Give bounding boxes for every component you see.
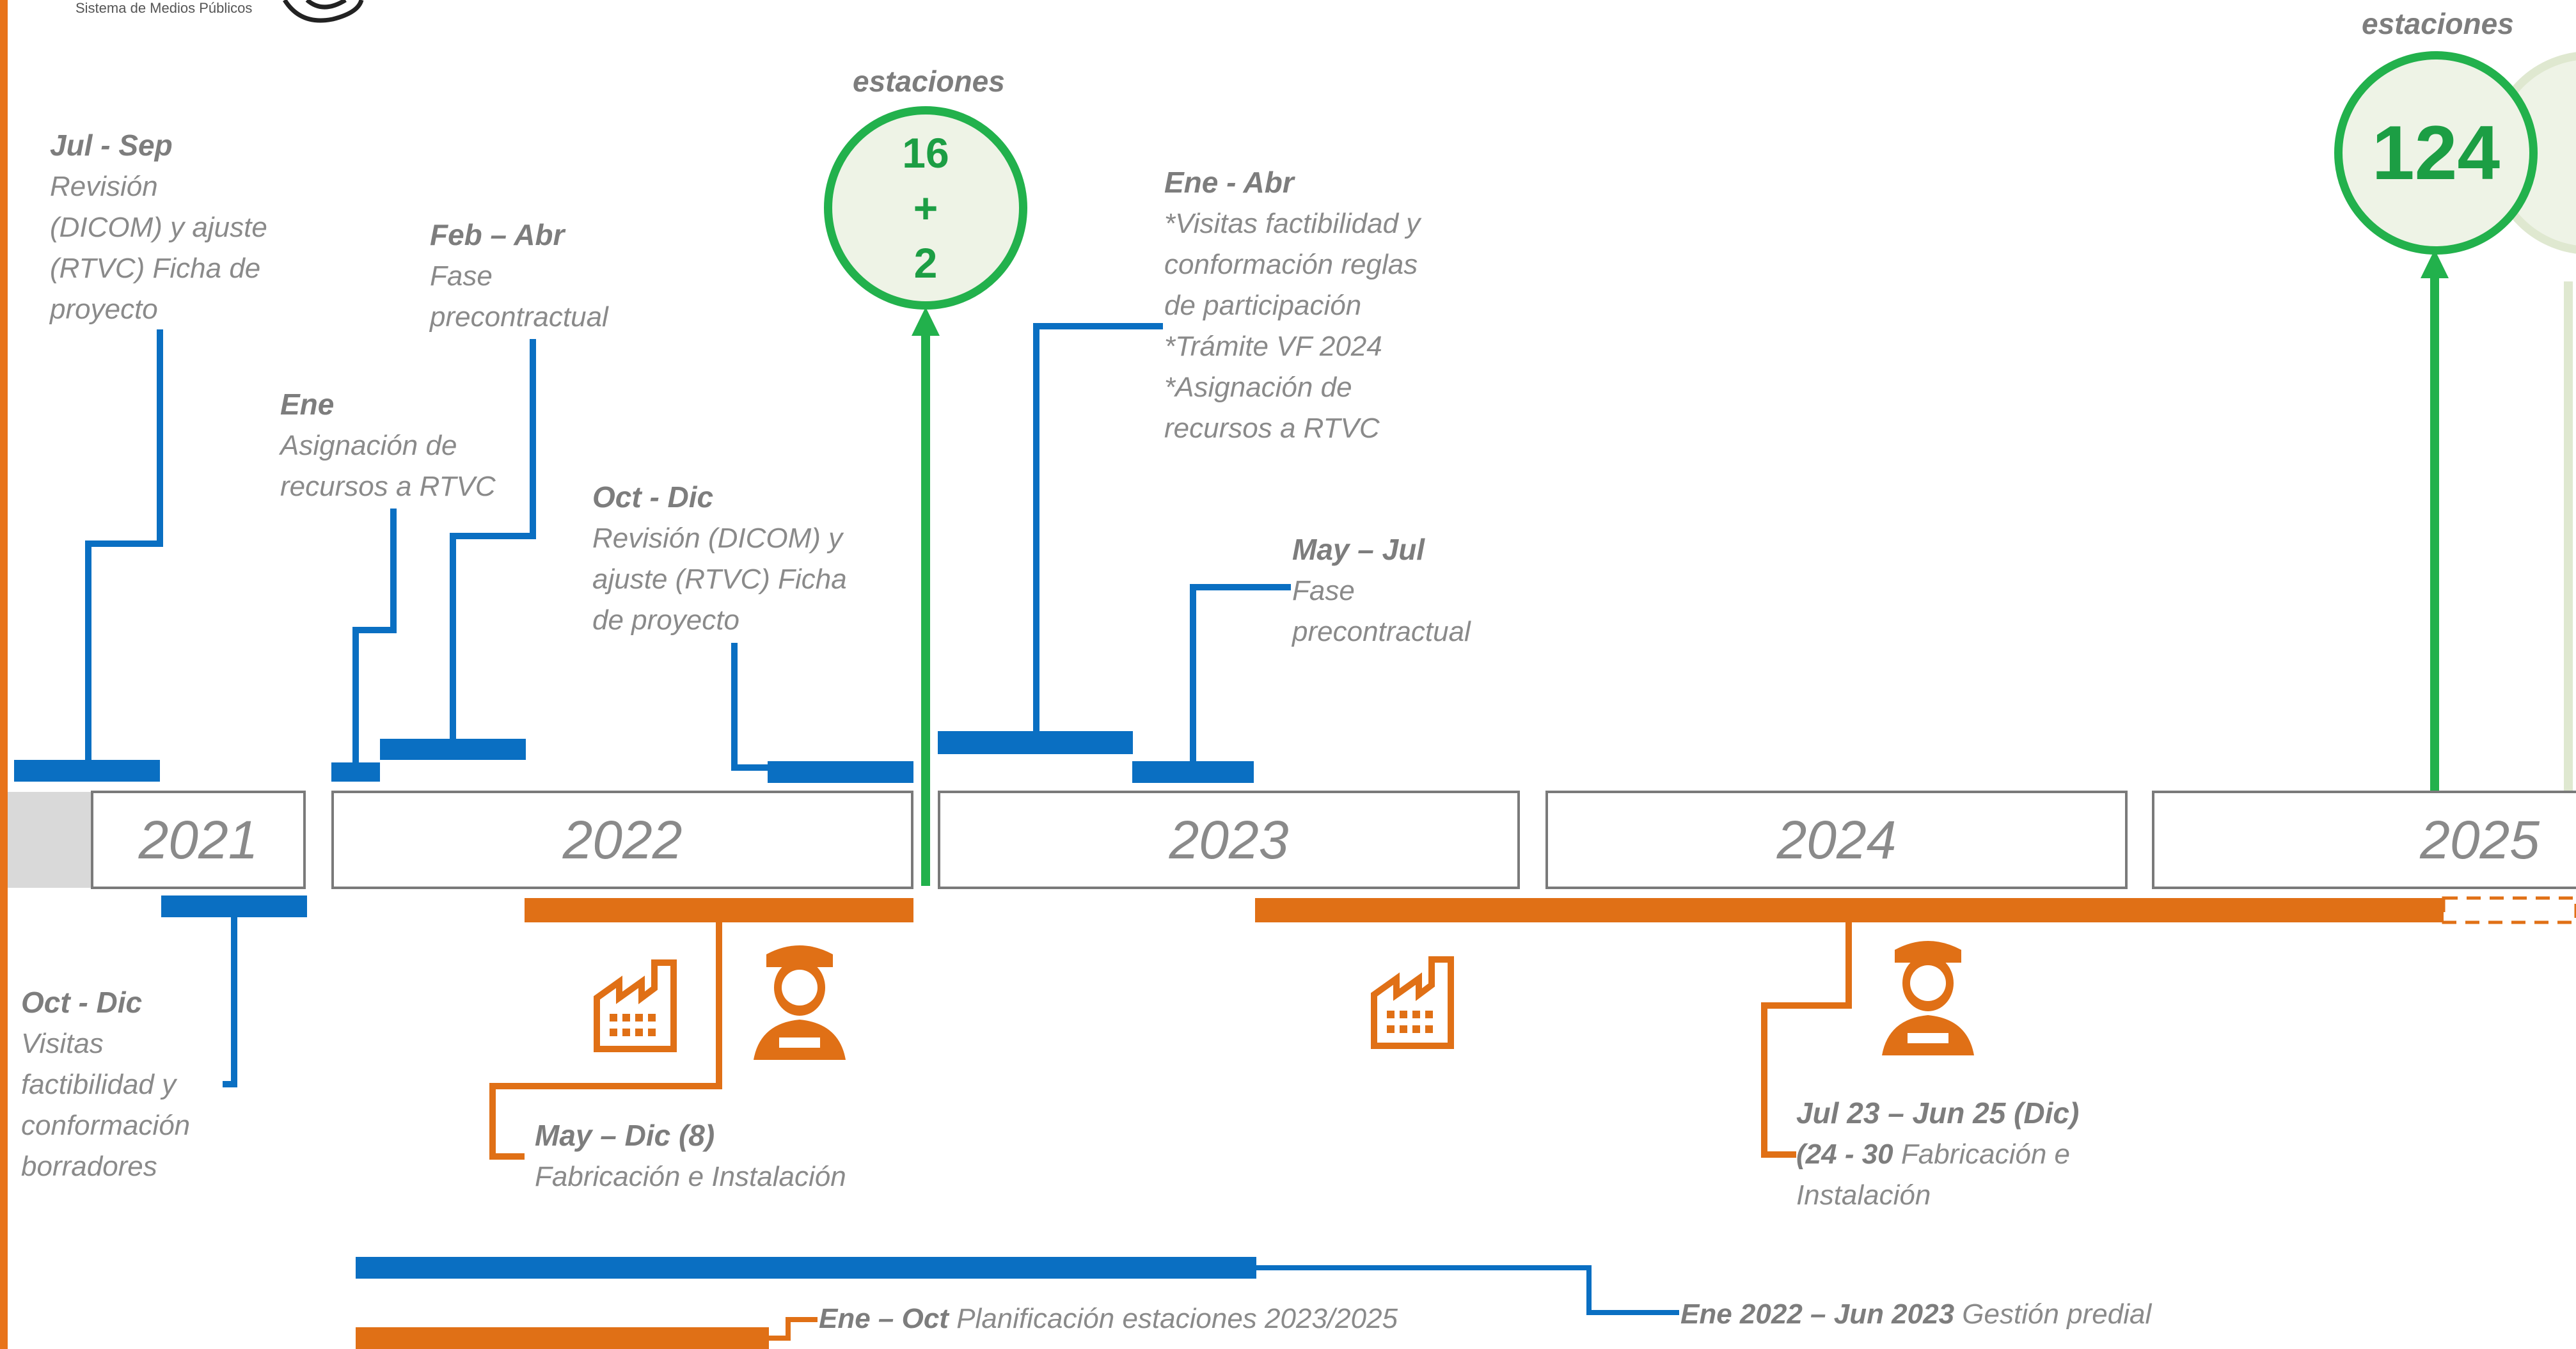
bar-2022-feb-abr (380, 739, 526, 760)
year-box-2021: 2021 (91, 791, 306, 889)
green-arrows (921, 265, 2573, 886)
logo-emblem-icon (283, 0, 364, 23)
bar-2022-may-dic (525, 898, 913, 922)
technician-icon (1882, 941, 1974, 1055)
connector-oct-dic-2022 (731, 643, 768, 771)
bar-2022-oct-dic (768, 761, 913, 783)
bar-2021-jul-sep (14, 760, 160, 782)
note-gestion-predial: Ene 2022 – Jun 2023 Gestión predial (1680, 1298, 2152, 1330)
orange-connectors (489, 922, 1852, 1160)
year-box-2022: 2022 (331, 791, 913, 889)
year-box-2023: 2023 (938, 791, 1520, 889)
milestone-label: estaciones (853, 65, 1005, 98)
orange-bars (525, 898, 2444, 922)
factory-icon (1371, 956, 1454, 1049)
year-2021-start-shade (8, 792, 91, 888)
arrowhead-2022 (912, 307, 940, 336)
connector-feb-abr (450, 339, 536, 745)
milestone-circle-2022: 16 + 2 (824, 106, 1027, 310)
factory-icon (594, 959, 677, 1052)
connector-may-dic (489, 922, 722, 1160)
connector-2021-oct-dic (223, 917, 237, 1087)
bar-planificacion (356, 1327, 769, 1349)
bar-2025-dashed-extension (2442, 896, 2576, 924)
bar-2023-ene-abr (938, 731, 1133, 754)
connector-gestion-predial (1256, 1265, 1679, 1315)
bar-2023-2025-fabricacion (1255, 898, 2444, 922)
year-box-2024: 2024 (1545, 791, 2128, 889)
year-box-2025: 2025 (2152, 791, 2576, 889)
left-accent-bar (0, 0, 8, 1349)
green-arrowheads (912, 249, 2449, 336)
technician-icon (754, 945, 846, 1060)
note-planificacion: Ene – Oct Planificación estaciones 2023/… (819, 1303, 1398, 1334)
blue-bars-top (14, 731, 1254, 783)
connector-ene-abr (1033, 323, 1163, 734)
bar-2021-oct-dic (161, 895, 307, 917)
bar-2023-may-jul (1132, 761, 1254, 783)
connector-may-jul (1190, 584, 1291, 764)
arrowhead-2025 (2421, 249, 2449, 278)
connector-planificacion (769, 1317, 818, 1341)
logo-text: Sistema de Medios Públicos (75, 0, 253, 16)
connector-jul23-jun25 (1761, 922, 1852, 1158)
bar-gestion-predial (356, 1257, 1256, 1279)
blue-connectors-top (85, 323, 1291, 771)
milestone-circle-2025: 124 (2334, 51, 2538, 255)
connector-jul-sep (85, 329, 163, 761)
bar-2022-ene (331, 762, 380, 782)
connector-ene (352, 509, 397, 768)
milestone-label: estaciones (2362, 7, 2514, 40)
